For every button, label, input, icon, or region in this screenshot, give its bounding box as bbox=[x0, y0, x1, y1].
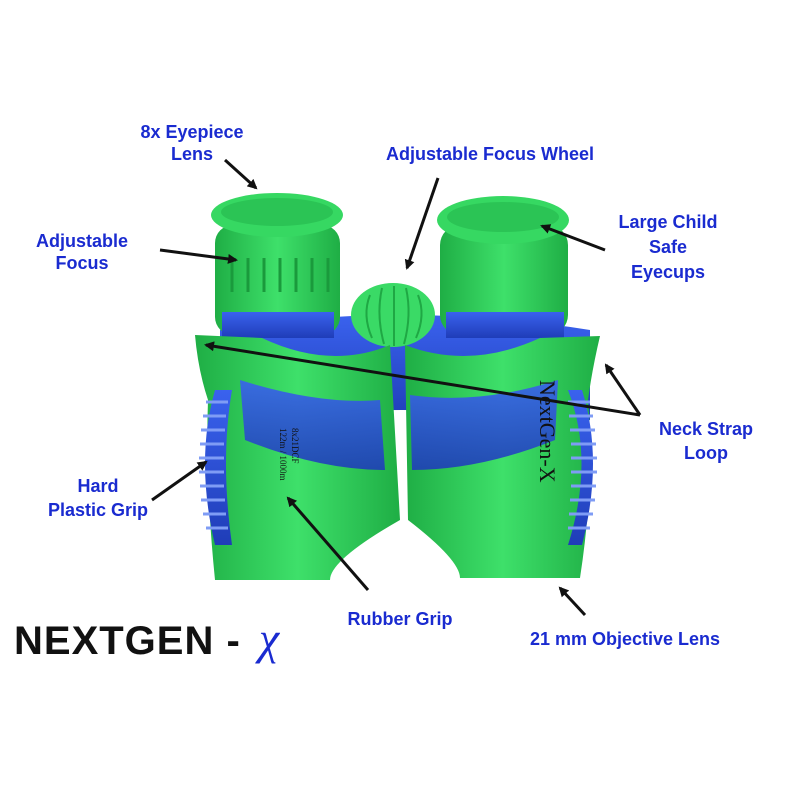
label-eyecups-line-3: Eyecups bbox=[630, 262, 706, 282]
arrow-eyecups bbox=[540, 224, 606, 252]
arrow-neck-strap-left bbox=[204, 341, 641, 417]
label-adjustable-focus-line-1: Adjustable bbox=[35, 231, 128, 251]
label-hard-grip-line-1: Hard bbox=[77, 476, 119, 496]
brand-logo: NEXTGEN - χ bbox=[14, 612, 280, 665]
label-neck-strap-line-1: Neck Strap bbox=[658, 419, 754, 439]
arrow-objective bbox=[558, 586, 587, 617]
label-adjustable-focus: Adjustable Focus bbox=[20, 230, 144, 274]
label-eyecups-line-2: Safe bbox=[648, 237, 688, 257]
label-eyepiece-line-1: 8x Eyepiece bbox=[140, 122, 244, 142]
label-adjustable-focus-line-2: Focus bbox=[55, 253, 109, 273]
arrow-focus-wheel bbox=[404, 177, 440, 270]
label-eyepiece-line-2: Lens bbox=[170, 144, 213, 164]
label-hard-grip: Hard Plastic Grip bbox=[30, 474, 166, 522]
arrow-adjustable-focus bbox=[159, 248, 238, 264]
left-body bbox=[195, 335, 400, 580]
body-brand-text: NextGen-X bbox=[535, 380, 560, 483]
label-objective: 21 mm Objective Lens bbox=[500, 628, 750, 650]
label-eyecups: Large Child Safe Eyecups bbox=[594, 210, 742, 285]
label-hard-grip-line-2: Plastic Grip bbox=[47, 500, 149, 520]
right-body bbox=[405, 336, 600, 578]
label-neck-strap-line-2: Loop bbox=[684, 443, 728, 463]
label-eyepiece: 8x Eyepiece Lens bbox=[122, 121, 262, 165]
arrow-neck-strap-right bbox=[604, 363, 642, 416]
arrow-eyepiece bbox=[223, 158, 258, 190]
label-eyecups-line-1: Large Child bbox=[618, 212, 718, 232]
label-focus-wheel: Adjustable Focus Wheel bbox=[350, 143, 630, 165]
arrow-hard-grip bbox=[151, 460, 208, 502]
callout-arrows bbox=[151, 158, 642, 617]
right-eyecup bbox=[437, 196, 569, 338]
label-rubber-grip: Rubber Grip bbox=[330, 608, 470, 630]
focus-wheel bbox=[351, 283, 435, 347]
left-eyepiece bbox=[211, 193, 343, 338]
arrow-rubber-grip bbox=[286, 496, 370, 591]
body-spec-line-2: 122m / 1000m bbox=[278, 428, 288, 481]
brand-name: NEXTGEN - bbox=[14, 619, 253, 663]
label-focus-wheel-line-1: Adjustable Focus Wheel bbox=[385, 144, 595, 164]
label-objective-line-1: 21 mm Objective Lens bbox=[529, 629, 721, 649]
label-neck-strap: Neck Strap Loop bbox=[636, 417, 776, 465]
brand-mark: χ bbox=[258, 613, 281, 664]
body-spec-line-1: 8x21DCF bbox=[290, 428, 300, 464]
label-rubber-grip-line-1: Rubber Grip bbox=[347, 609, 453, 629]
